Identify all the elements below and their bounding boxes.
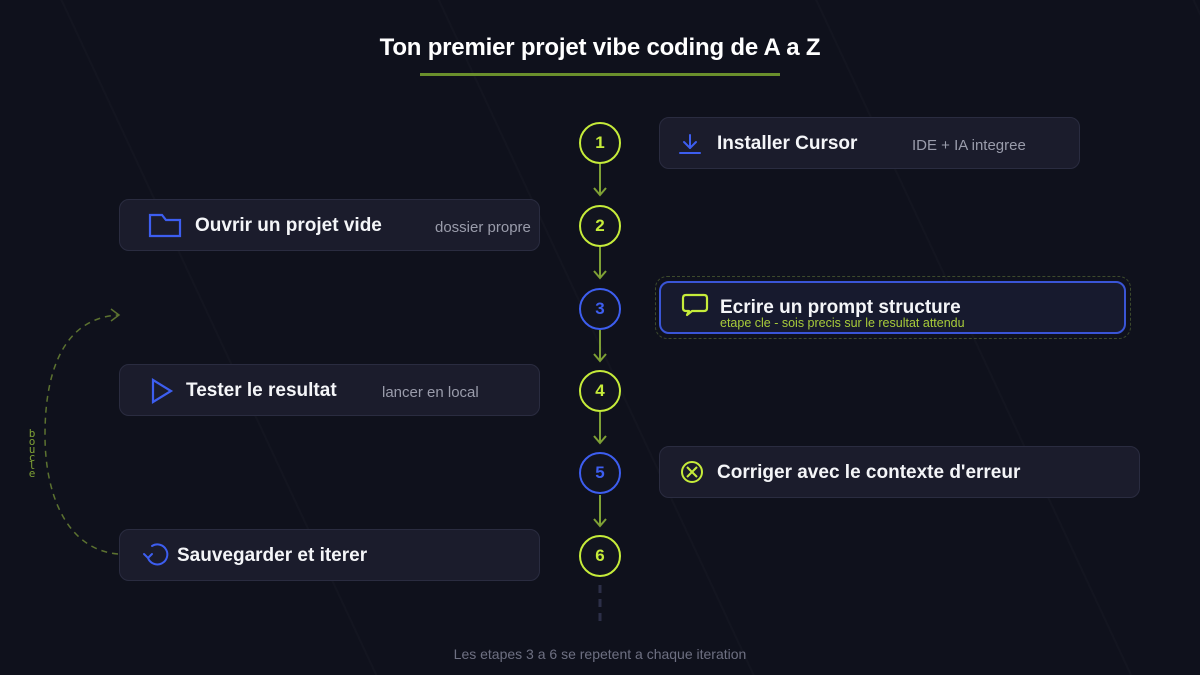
step-circle-5: 5 bbox=[579, 452, 621, 494]
step-card-1: Installer Cursor IDE + IA integree bbox=[659, 117, 1080, 169]
footer-caption: Les etapes 3 a 6 se repetent a chaque it… bbox=[453, 646, 747, 662]
step-circle-6: 6 bbox=[579, 535, 621, 577]
step-label: Ouvrir un projet vide bbox=[195, 215, 382, 236]
chat-bubble-icon bbox=[681, 293, 709, 319]
step-circle-1: 1 bbox=[579, 122, 621, 164]
step-label: Tester le resultat bbox=[186, 380, 337, 401]
step-subtitle: dossier propre bbox=[435, 219, 531, 236]
step-card-6: Sauvegarder et iterer bbox=[119, 529, 540, 581]
page-title: Ton premier projet vibe coding de A a Z bbox=[379, 34, 821, 61]
folder-icon bbox=[148, 212, 182, 238]
step-subtitle: IDE + IA integree bbox=[912, 137, 1026, 154]
step-circle-4: 4 bbox=[579, 370, 621, 412]
step-card-5: Corriger avec le contexte d'erreur bbox=[659, 446, 1140, 498]
step-circle-2: 2 bbox=[579, 205, 621, 247]
step-card-3: Ecrire un prompt structure etape cle - s… bbox=[659, 281, 1126, 334]
highlight-dashed-outline bbox=[655, 276, 1131, 339]
step-label: Installer Cursor bbox=[717, 133, 858, 154]
download-icon bbox=[678, 132, 702, 156]
loop-label: boucle bbox=[28, 427, 36, 480]
play-icon bbox=[150, 378, 174, 404]
title-underline bbox=[420, 73, 780, 76]
error-x-circle-icon bbox=[680, 460, 704, 484]
step-label: Sauvegarder et iterer bbox=[177, 545, 368, 566]
step-label: Corriger avec le contexte d'erreur bbox=[717, 462, 1021, 483]
step-card-2: Ouvrir un projet vide dossier propre bbox=[119, 199, 540, 251]
step-circle-3: 3 bbox=[579, 288, 621, 330]
step-subtitle: etape cle - sois precis sur le resultat … bbox=[720, 316, 965, 330]
step-card-4: Tester le resultat lancer en local bbox=[119, 364, 540, 416]
loop-arrow bbox=[44, 314, 119, 555]
refresh-loop-icon bbox=[142, 540, 172, 568]
step-subtitle: lancer en local bbox=[382, 384, 479, 401]
step-label: Ecrire un prompt structure bbox=[720, 297, 961, 318]
